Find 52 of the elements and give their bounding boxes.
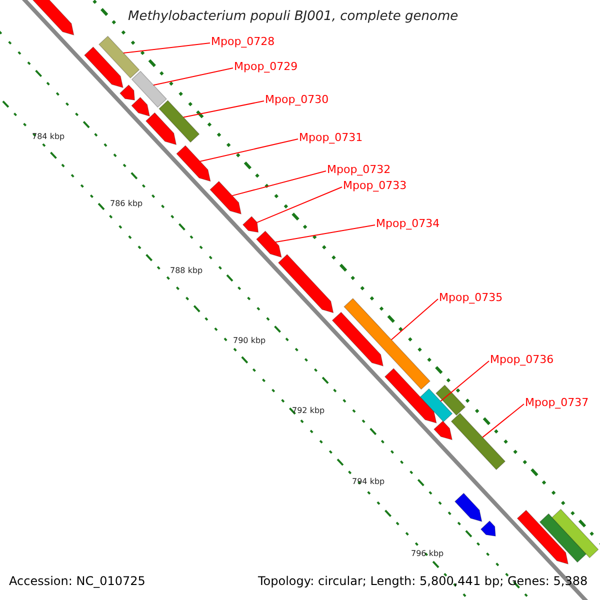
gene-bar [158,100,200,143]
genome-summary: Topology: circular; Length: 5,800,441 bp; Genes: 5,388 [258,574,588,588]
gene-bar [344,298,430,390]
leader-line [256,186,342,223]
gene-block [434,420,453,440]
gene-block [145,112,177,146]
gene-block [176,145,211,182]
gene-block [256,230,282,258]
gene-block [210,180,242,214]
gene-label: Mpop_0728 [211,35,275,48]
leader-line [440,360,490,402]
gene-block [120,84,135,100]
scale-label: 788 kbp [170,266,203,275]
gene-bar [539,513,587,563]
gene-block [516,510,569,564]
leader-line [232,170,326,196]
gene-block [131,96,150,117]
gene-label: Mpop_0729 [234,60,298,73]
scale-label: 786 kbp [110,199,143,208]
leader-line [200,138,298,162]
gene-block [278,254,334,314]
gene-label: Mpop_0737 [525,396,589,409]
gene-bar [450,412,506,470]
gene-label: Mpop_0731 [299,131,363,144]
leader-line [153,68,234,86]
scale-label: 792 kbp [292,406,325,415]
gene-label: Mpop_0732 [327,163,391,176]
leader-line [390,298,438,340]
gene-bar [552,508,599,558]
gene-bar [98,36,140,78]
scale-label: 784 kbp [32,132,65,141]
scale-label: 794 kbp [352,477,385,486]
gene-block [242,216,259,233]
gene-bar [420,388,453,422]
map-title: Methylobacterium populi BJ001, complete genome [128,9,458,24]
gene-label: Mpop_0736 [490,353,554,366]
gene-block [84,46,124,88]
gene-block [384,368,437,424]
scale-label: 796 kbp [411,549,444,558]
gene-block [332,312,384,366]
gene-bar [131,70,167,108]
gene-label: Mpop_0734 [376,217,440,230]
gene-block [454,492,482,522]
gene-label: Mpop_0735 [439,291,503,304]
gene-block [480,520,496,536]
leader-line [183,100,264,118]
gene-label: Mpop_0733 [343,179,407,192]
accession-note: Accession: NC_010725 [9,574,146,588]
leader-line [482,404,524,438]
scale-label: 790 kbp [233,336,266,345]
gene-label: Mpop_0730 [265,93,329,106]
leader-line [275,224,376,243]
